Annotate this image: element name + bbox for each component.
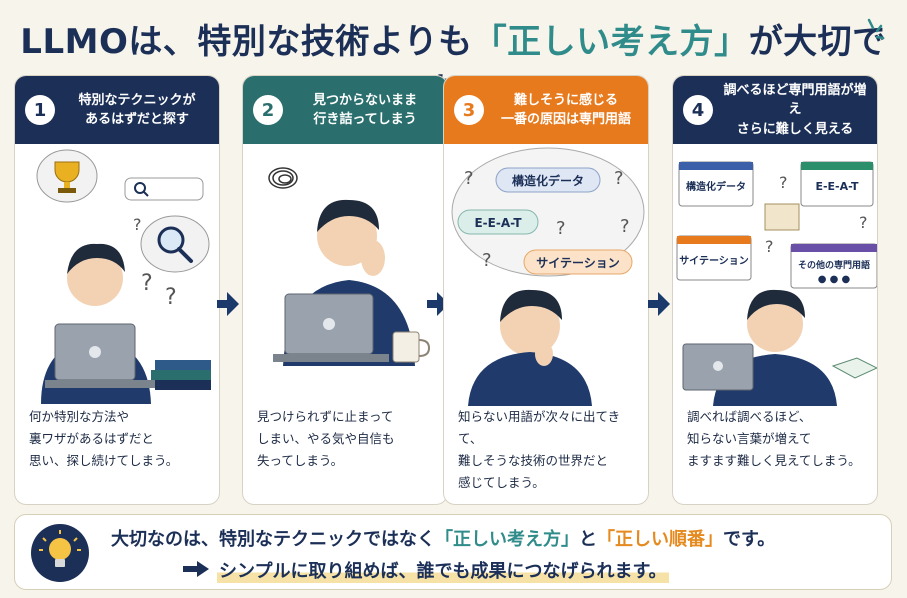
term-bubble xyxy=(457,209,539,235)
step-panel-2: 2 見つからないまま 行き詰ってしまう 見つけられずに止まって しまい、やる気や… xyxy=(242,75,448,505)
arrow-right-icon xyxy=(427,292,449,316)
panel-header: 1 特別なテクニックが あるはずだと探す xyxy=(15,76,219,144)
message-text: です。 xyxy=(723,529,776,550)
term-bubble-label: E-E-A-T xyxy=(474,216,522,230)
term-card-label: E-E-A-T xyxy=(815,180,859,193)
step-number: 4 xyxy=(683,95,713,125)
panel-heading: 難しそうに感じる 一番の原因は専門用語 xyxy=(500,92,631,128)
step-number: 1 xyxy=(25,95,55,125)
term-bubble-label: サイテーション xyxy=(536,256,620,270)
step-panel-3: 3 難しそうに感じる 一番の原因は専門用語 構造化データ E-E-A-T サイテ… xyxy=(443,75,649,505)
svg-text:?: ? xyxy=(165,285,177,310)
panel-body-text: 知らない用語が次々に出てきて、 難しそうな技術の世界だと 感じてしまう。 xyxy=(458,409,621,490)
step-number: 3 xyxy=(454,95,484,125)
key-message-box: 大切なのは、特別なテクニックではなく「正しい考え方」と「正しい順番」です。 シン… xyxy=(14,514,892,590)
term-card-label: 構造化データ xyxy=(686,180,746,193)
svg-text:?: ? xyxy=(482,250,492,271)
arrow-right-icon xyxy=(648,292,670,316)
svg-text:?: ? xyxy=(133,215,142,234)
step-number: 2 xyxy=(253,95,283,125)
svg-text:?: ? xyxy=(620,216,630,237)
arrow-right-icon xyxy=(183,561,209,577)
lightbulb-icon xyxy=(31,524,89,582)
message-text: 大切なのは、特別なテクニックではなく xyxy=(111,529,435,550)
term-card: サイテーション xyxy=(676,235,752,281)
panel-header: 2 見つからないまま 行き詰ってしまう xyxy=(243,76,447,144)
panel-header: 3 難しそうに感じる 一番の原因は専門用語 xyxy=(444,76,648,144)
searching-person-illustration: ? ? ? xyxy=(15,144,219,406)
panel-body-text: 見つけられずに止まって しまい、やる気や自信も 失ってしまう。 xyxy=(257,409,395,468)
key-message-line1: 大切なのは、特別なテクニックではなく「正しい考え方」と「正しい順番」です。 xyxy=(111,525,775,551)
svg-text:● ● ●: ● ● ● xyxy=(818,274,851,285)
arrow-right-icon xyxy=(217,292,239,316)
svg-text:?: ? xyxy=(141,271,153,296)
svg-text:?: ? xyxy=(859,213,868,232)
magnifier-icon xyxy=(157,226,185,254)
panel-heading: 見つからないまま 行き詰ってしまう xyxy=(312,92,417,128)
panel-header: 4 調べるほど専門用語が増え さらに難しく見える xyxy=(673,76,877,144)
confused-person-illustration: 構造化データ E-E-A-T サイテーション ? ? ? ? ? xyxy=(444,144,648,406)
step-panel-1: 1 特別なテクニックが あるはずだと探す ? ? ? xyxy=(14,75,220,505)
panel-heading: 特別なテクニックが あるはずだと探す xyxy=(78,92,196,128)
panel-body-text: 調べれば調べるほど、 知らない言葉が増えて ますます難しく見えてしまう。 xyxy=(687,409,861,468)
message-highlight-mindset: 「正しい考え方」 xyxy=(435,529,579,550)
message-highlight-order: 「正しい順番」 xyxy=(597,529,723,550)
term-card: E-E-A-T xyxy=(800,161,874,207)
search-icon xyxy=(134,182,146,194)
sparkle-icon xyxy=(867,18,885,40)
term-card: 構造化データ xyxy=(678,161,754,207)
term-card-label: その他の専門用語 xyxy=(798,259,870,271)
overwhelmed-person-illustration: 構造化データ E-E-A-T サイテーション その他の専門用語 ● ● ● ? … xyxy=(673,144,877,406)
term-bubble xyxy=(495,167,601,193)
term-card-label: サイテーション xyxy=(679,255,749,267)
term-bubble-label: 構造化データ xyxy=(512,173,584,188)
svg-text:?: ? xyxy=(779,173,788,192)
step-panel-4: 4 調べるほど専門用語が増え さらに難しく見える 構造化データ E-E-A-T … xyxy=(672,75,878,505)
scribble-icon xyxy=(268,167,298,189)
message-text: と xyxy=(579,529,597,550)
key-message-line2: シンプルに取り組めば、誰でも成果につなげられます。 xyxy=(217,557,669,583)
term-bubble xyxy=(523,249,633,275)
title-highlight: 「正しい考え方」 xyxy=(472,22,749,62)
svg-text:?: ? xyxy=(614,168,624,189)
trophy-icon xyxy=(54,161,80,193)
svg-text:?: ? xyxy=(556,218,566,239)
svg-text:?: ? xyxy=(765,237,774,256)
title-part1: LLMOは、特別な技術よりも xyxy=(20,22,473,62)
svg-text:?: ? xyxy=(464,168,474,189)
stuck-person-illustration xyxy=(243,144,447,406)
panel-body-text: 何か特別な方法や 裏ワザがあるはずだと 思い、探し続けてしまう。 xyxy=(29,409,179,468)
book-icon xyxy=(764,203,800,231)
term-card: その他の専門用語 ● ● ● xyxy=(790,243,877,289)
panel-heading: 調べるほど専門用語が増え さらに難しく見える xyxy=(723,82,867,137)
